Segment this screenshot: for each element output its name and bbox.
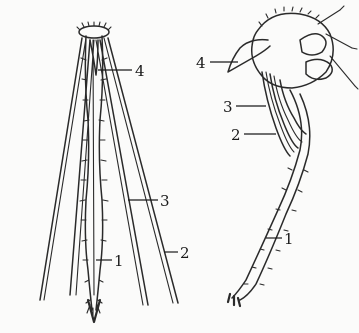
right-figure: 4 3 2 1 xyxy=(196,6,358,306)
left-label-2: 2 xyxy=(180,244,190,262)
left-label-1: 1 xyxy=(114,252,124,270)
left-label-3: 3 xyxy=(160,192,170,210)
right-labrum-4 xyxy=(228,40,270,72)
right-label-1: 1 xyxy=(284,230,294,248)
right-label-3: 3 xyxy=(223,98,233,116)
left-stylet-2 xyxy=(40,38,178,303)
left-label-4: 4 xyxy=(135,62,145,80)
right-label-2: 2 xyxy=(231,126,241,144)
right-labium-1 xyxy=(228,90,310,306)
left-figure: 4 3 1 2 xyxy=(40,22,190,322)
left-head-cap xyxy=(77,22,111,38)
right-label-4: 4 xyxy=(196,54,206,72)
